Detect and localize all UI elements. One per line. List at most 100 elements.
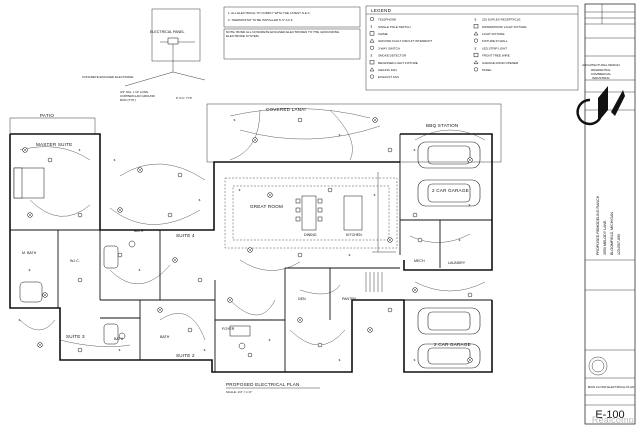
fixture-symbol (197, 277, 203, 283)
dining-chairs (295, 198, 323, 222)
svg-text:COPPERCLAD GROUND: COPPERCLAD GROUND (120, 94, 156, 98)
title-block: ARCHITECTURAL DESIGN RESIDENTIAL COMMERC… (582, 3, 636, 425)
fixture-symbols: $$$$$$$$$$$$$$$$$$$ (19, 117, 473, 363)
legend-items: TELEPHONE $ SINGLE POLE SWITCH CHIME GROUND … (369, 16, 526, 79)
fixture-symbol (247, 352, 253, 358)
firm-name: ARCHITECTURAL DESIGN (582, 63, 619, 67)
fixture-symbol: $ (29, 268, 31, 272)
fixture-symbol: $ (79, 148, 81, 152)
svg-text:$: $ (19, 318, 21, 322)
svg-text:$: $ (239, 188, 241, 192)
legend-item-label: LED STRIP LIGHT (482, 46, 507, 50)
fixture-symbol: $ (139, 268, 141, 272)
firm-service-1: RESIDENTIAL (591, 68, 611, 72)
legend-item: $220 DUPLEX RECEPTACLE (475, 18, 521, 22)
room-label-suite-2: SUITE 2 (176, 353, 195, 358)
fixture-symbol: $ (469, 203, 471, 207)
legend-item: CHIME (369, 31, 388, 36)
fixture-symbol: $ (19, 318, 21, 322)
legend-item: EXHAUST FAN (369, 74, 399, 79)
svg-text:$: $ (414, 148, 416, 152)
fixture-symbol (412, 287, 418, 293)
fixture-symbol (372, 117, 378, 123)
legend-item: TELEPHONE (369, 16, 396, 22)
fixture-symbol (367, 327, 373, 333)
fixture-symbol: $ (269, 338, 271, 342)
legend-item: FIXTURE IN WALL (473, 38, 508, 43)
walls (9, 103, 502, 373)
room-label-bbq-station: BBQ STATION (426, 123, 458, 128)
legend-item: WATERPROOF LIGHT FIXTURE (473, 24, 526, 29)
room-label-pantry: PANTRY (342, 297, 357, 301)
room-label-foyer: FOYER (222, 327, 235, 331)
svg-text:$: $ (119, 348, 121, 352)
room-label-great-room: GREAT ROOM (250, 204, 283, 209)
room-label-mech: MECH (414, 259, 425, 263)
project-city: BLOOMFIELD, MICHIGAN (610, 211, 614, 255)
room-label-suite-4: SUITE 4 (176, 233, 195, 238)
svg-text:ROD (TYP.): ROD (TYP.) (120, 98, 136, 102)
plan-title: PROPOSED ELECTRICAL PLAN (226, 382, 300, 387)
plan-scale: SCALE: 1/4" = 1'-0" (226, 390, 252, 394)
svg-text:$: $ (204, 348, 206, 352)
fixture-symbol (327, 187, 333, 193)
garage-cars (417, 141, 481, 369)
fixture-symbol (417, 237, 423, 243)
svg-text:$: $ (114, 158, 116, 162)
fixture-symbol (252, 137, 258, 143)
legend-item: CEILING FAN (369, 67, 397, 72)
fixture-symbol (27, 212, 33, 218)
project-title: PROPOSED REMODELING RANCH (596, 195, 600, 255)
fixture-symbol (77, 347, 83, 353)
room-label-patio: PATIO (40, 113, 54, 118)
fixture-symbol (157, 307, 163, 313)
sheet-number: E-100 (595, 409, 624, 421)
legend-item-label: EXHAUST FAN (378, 75, 399, 79)
legend-item: RECESSED LIGHT FIXTURE (369, 60, 418, 65)
firm-logo (576, 86, 625, 126)
svg-text:$: $ (79, 148, 81, 152)
grounding-note: NOTE: BOND ALL CONCRETE ENCASED ELECTROD… (226, 30, 340, 39)
fixture-symbol: $ (414, 148, 416, 152)
svg-text:$: $ (139, 268, 141, 272)
legend-item-label: PANEL (482, 68, 492, 72)
legend-item-label: SINGLE POLE SWITCH (378, 25, 411, 29)
sheet-title: MAIN FLOOR ELECTRICAL PLAN (588, 385, 635, 389)
fixture-symbol: $ (114, 158, 116, 162)
dining-table (301, 195, 317, 231)
fixture-symbol: $ (339, 358, 341, 362)
fixture-symbol (167, 212, 173, 218)
firm-service-3: INDUSTRIAL (592, 76, 610, 80)
fixture-symbol (47, 157, 53, 163)
fixture-symbol (467, 292, 473, 298)
fixture-symbol (247, 247, 253, 253)
note-line-2: 2. THERMOSTAT TO BE INSTALLED 5'-0" A.F.… (228, 18, 293, 22)
fixture-symbol (187, 327, 193, 333)
fixture-symbol (77, 212, 83, 218)
fixture-symbol: $ (199, 198, 201, 202)
svg-text:$: $ (29, 268, 31, 272)
room-label-kitchen: KITCHEN (346, 233, 362, 237)
project-address: 3550 MELODY LANE (603, 220, 607, 255)
svg-text:$: $ (475, 18, 477, 22)
legend-item-label: WATERPROOF LIGHT FIXTURE (482, 25, 526, 29)
room-label-garage-bottom: 2 CAR GARAGE (434, 342, 471, 347)
concrete-electrode-label: CONCRETE ENCASED ELECTRODE (82, 75, 133, 79)
legend-item-label: 3-WAY SWITCH (378, 46, 400, 50)
fixture-symbol: $ (204, 348, 206, 352)
legend-item: $ LED STRIP LIGHT (475, 46, 508, 50)
stairs (365, 272, 383, 292)
fixture-symbol (137, 167, 143, 173)
fixture-symbol (22, 147, 28, 153)
fixture-symbol (172, 257, 178, 263)
firm-service-2: COMMERCIAL (591, 72, 612, 76)
fixture-symbol (297, 117, 303, 123)
legend-item: GROUND FAULT CIRCUIT INTERRUPT (369, 38, 432, 43)
svg-text:$: $ (475, 46, 477, 50)
general-notes: 1. ALL ELECTRICAL TO COMPLY WITH THE LAT… (223, 6, 361, 60)
svg-text:$: $ (414, 358, 416, 362)
fixture-symbol (177, 172, 183, 178)
room-label-bath-3: BATH (160, 335, 170, 339)
svg-text:$: $ (459, 238, 461, 242)
